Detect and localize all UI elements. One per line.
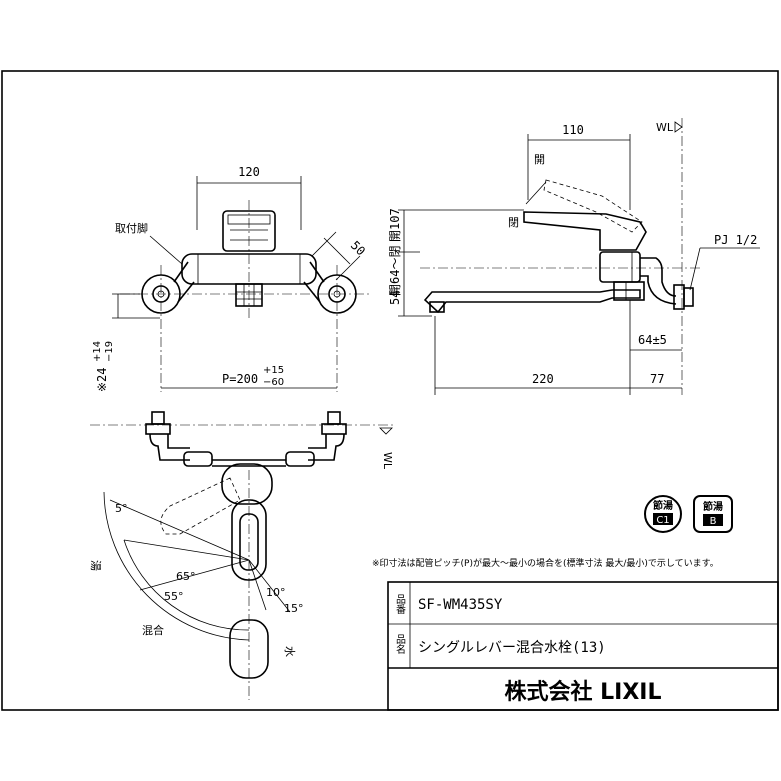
title-part-no: SF-WM435SY [418,597,503,613]
dim-pitch-tol-upper: +15 [263,365,284,376]
dim-wall-offset-tol-upper: +14 [92,341,103,362]
dim-height-top: 開107 [388,208,402,242]
label-mount-fitting: 取付脚 [115,221,148,235]
front-view: 120 50 [92,165,370,392]
badge-water-saving-b: 節湯 B [693,495,733,533]
dim-connect-77: 77 [650,372,664,386]
title-block: 品番 SF-WM435SY 品名 シングルレバー混合水栓(13) 株式会社 LI… [387,581,779,711]
dim-angle-50: 50 [348,238,368,258]
badge-water-saving-c1: 節湯 C1 [644,495,682,533]
dim-height-54: 54 [388,291,402,305]
label-mix: 混合 [142,623,164,637]
dim-pitch: P=200 [222,372,258,386]
label-hot: 湯 [89,560,102,571]
title-name: シングルレバー混合水栓(13) [418,640,606,656]
dim-connect: 64±5 [638,333,667,347]
title-name-label: 品名 [394,634,406,655]
dim-pitch-tol-lower: −60 [263,377,284,388]
dim-front-width: 120 [238,165,260,179]
angle-10: 10° [266,586,286,599]
svg-text:節湯: 節湯 [653,499,673,512]
svg-text:C1: C1 [656,515,669,526]
label-wl-side: WL [656,121,674,134]
label-open: 開 [534,153,545,166]
title-part-no-label: 品番 [394,594,406,615]
svg-text:B: B [710,516,717,527]
angle-15: 15° [284,602,304,615]
label-pj: PJ 1/2 [714,233,757,247]
angle-5: 5° [115,502,128,515]
top-view: WL 5° 65° 55° [89,411,395,700]
label-close: 閉 [508,216,519,229]
title-company: 株式会社 LIXIL [504,679,661,705]
angle-65: 65° [176,570,196,583]
dim-wall-offset-tol-lower: −19 [104,341,115,362]
label-wl-top: WL [381,452,394,470]
dim-side-depth: 110 [562,123,584,137]
dimension-note: ※印寸法は配管ピッチ(P)が最大～最小の場合を(標準寸法 最大/最小)で示してい… [372,557,719,569]
dim-wall-offset: ※24 [95,367,109,392]
angle-55: 55° [164,590,184,603]
label-cold: 水 [283,646,296,657]
dim-height-mid: 開64～閉 [388,246,402,296]
side-view: WL 110 開 閉 PJ 1/2 [388,118,760,395]
svg-text:節湯: 節湯 [703,500,723,513]
drawing-border [1,70,779,711]
dim-spout-length: 220 [532,372,554,386]
